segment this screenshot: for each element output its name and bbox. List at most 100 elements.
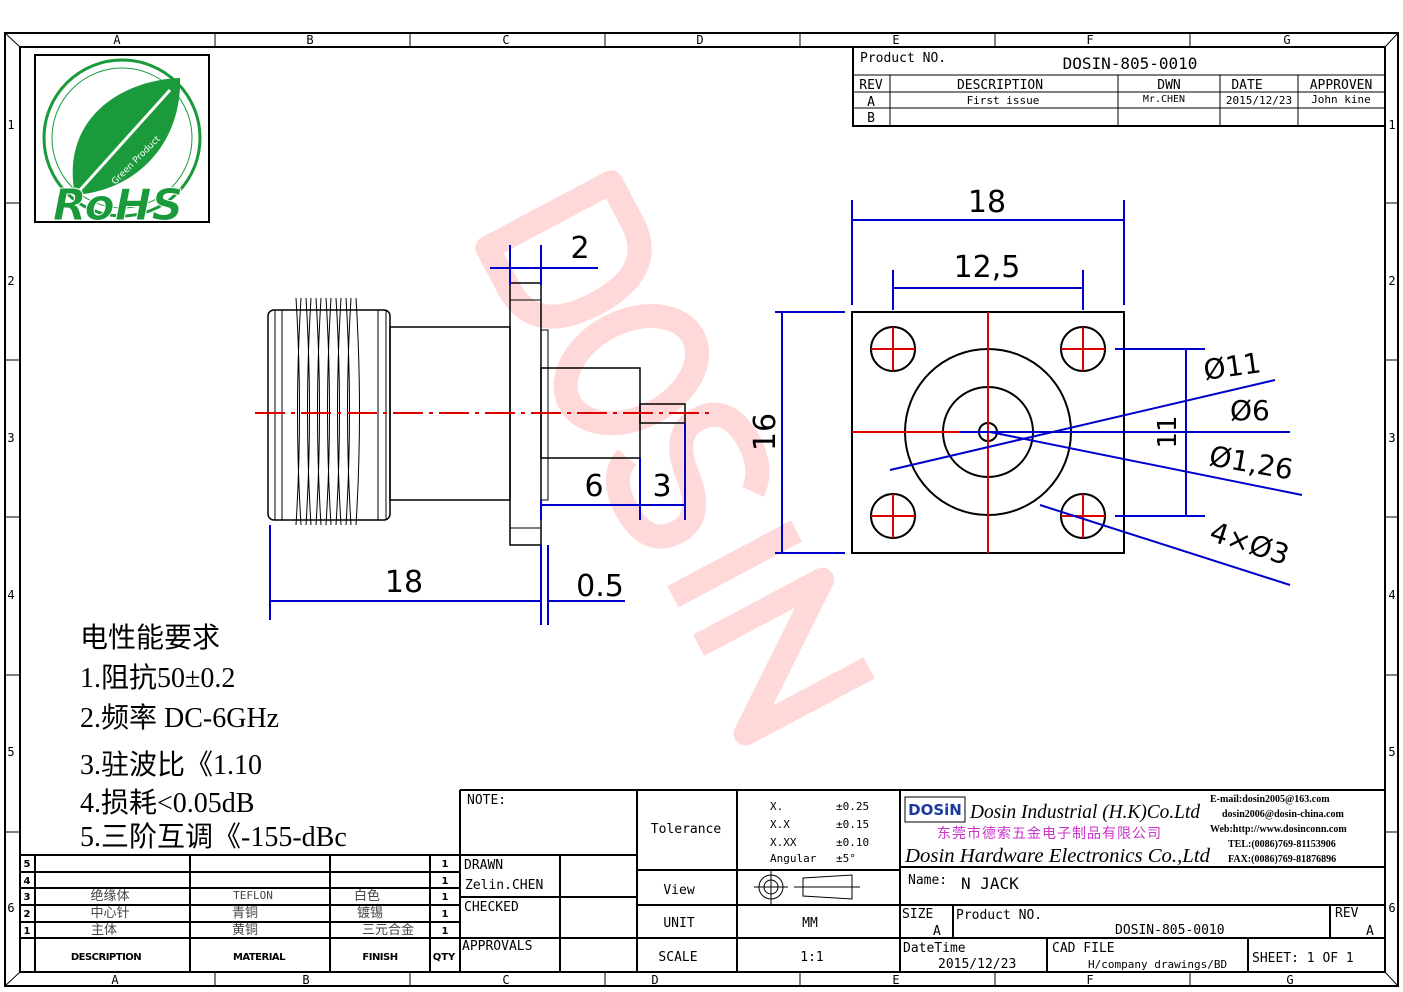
dim-hole-spacing-v: 11 bbox=[1153, 415, 1183, 448]
cad-value: H/company drawings/BD bbox=[1088, 958, 1227, 971]
bom-table: 5 4 3 2 1 1 1 1 1 1 DESCRIPTION MATERIAL… bbox=[20, 790, 461, 972]
drawn-label: DRAWN bbox=[464, 858, 503, 873]
zone-col: E bbox=[892, 973, 899, 987]
rohs-text: RoHS bbox=[53, 180, 183, 231]
zone-col: D bbox=[696, 33, 703, 47]
bom-no: 3 bbox=[24, 892, 31, 903]
rohs-logo: Green Product RoHS bbox=[34, 54, 210, 232]
scale-label: SCALE bbox=[658, 950, 697, 965]
product-no-label-bottom: Product NO. bbox=[956, 908, 1042, 923]
tol-value: ±5° bbox=[836, 852, 856, 865]
note-label: NOTE: bbox=[467, 793, 506, 808]
revision-block: Product NO. DOSIN-805-0010 REV DESCRIPTI… bbox=[852, 46, 1386, 127]
contact-fax: FAX:(0086)769-81876896 bbox=[1228, 854, 1336, 865]
note-item: 2.频率 DC-6GHz bbox=[80, 702, 279, 734]
company-name-en2: Dosin Hardware Electronics Co.,Ltd bbox=[904, 845, 1211, 867]
dim-width: 18 bbox=[968, 185, 1006, 220]
bom-qty: 1 bbox=[442, 892, 449, 903]
signoff-block: NOTE: DRAWN Zelin.CHEN CHECKED APPROVALS bbox=[460, 789, 1385, 972]
dim-d-inner: Ø6 bbox=[1230, 394, 1270, 427]
rev-cell: First issue bbox=[967, 94, 1040, 107]
note-item: 5.三阶互调《-155-dBc bbox=[80, 821, 347, 853]
dim-flange: 2 bbox=[570, 231, 589, 266]
tol-key: X.XX bbox=[770, 836, 797, 849]
zone-col: F bbox=[1086, 973, 1093, 987]
approvals-label: APPROVALS bbox=[462, 939, 532, 954]
rev-value: A bbox=[1366, 924, 1374, 939]
size-label: SIZE bbox=[902, 907, 933, 922]
bom-header: FINISH bbox=[362, 952, 397, 963]
rev-cell: B bbox=[867, 111, 875, 126]
side-view: 2 18 0.5 6 3 bbox=[255, 231, 715, 625]
tol-value: ±0.25 bbox=[836, 800, 869, 813]
contact-tel: TEL:(0086)769-81153906 bbox=[1228, 839, 1336, 850]
bom-qty: 1 bbox=[442, 876, 449, 887]
product-no-bottom: DOSIN-805-0010 bbox=[1115, 923, 1225, 938]
zone-row: 5 bbox=[7, 745, 14, 759]
rev-cell: John kine bbox=[1311, 93, 1371, 106]
bom-cell: TEFLON bbox=[233, 889, 273, 902]
product-no: DOSIN-805-0010 bbox=[1063, 54, 1198, 73]
rev-label: REV bbox=[1335, 906, 1359, 921]
bom-cell: 三元合金 bbox=[362, 922, 414, 937]
bom-cell: 绝缘体 bbox=[90, 888, 129, 903]
zone-row: 4 bbox=[1388, 588, 1395, 602]
company-name-cn: 东莞市德索五金电子制品有限公司 bbox=[937, 825, 1162, 842]
bom-header: MATERIAL bbox=[233, 952, 286, 963]
contact-email2: dosin2006@dosin-china.com bbox=[1222, 809, 1344, 820]
rev-header: REV bbox=[859, 78, 883, 93]
zone-col: B bbox=[306, 33, 313, 47]
name-label: Name: bbox=[908, 873, 947, 888]
company-logo: DOSiN bbox=[908, 801, 962, 819]
zone-row: 2 bbox=[1388, 274, 1395, 288]
size-value: A bbox=[933, 924, 941, 939]
note-item: 3.驻波比《1.10 bbox=[80, 749, 262, 781]
company-block: DOSiN Dosin Industrial (H.K)Co.Ltd 东莞市德索… bbox=[900, 794, 1385, 972]
bom-no: 5 bbox=[24, 859, 31, 870]
unit-label: UNIT bbox=[663, 916, 694, 931]
zone-col: E bbox=[892, 33, 899, 47]
drawing-frame bbox=[4, 32, 1399, 987]
contact-email: E-mail:dosin2005@163.com bbox=[1210, 794, 1330, 805]
dim-hole-spacing: 12,5 bbox=[954, 250, 1021, 285]
zone-col: D bbox=[651, 973, 658, 987]
tol-value: ±0.15 bbox=[836, 818, 869, 831]
view-label: View bbox=[663, 883, 694, 898]
rev-header: DATE bbox=[1231, 78, 1262, 93]
zone-row: 1 bbox=[1388, 118, 1395, 132]
notes-title: 电性能要求 bbox=[80, 622, 220, 654]
rev-cell: A bbox=[867, 95, 875, 110]
zone-labels: A B C D E F G A B C D E F G 1 2 3 4 5 6 … bbox=[7, 33, 1395, 987]
unit-value: MM bbox=[802, 916, 818, 931]
projection-view-icon bbox=[754, 870, 860, 904]
zone-col: F bbox=[1086, 33, 1093, 47]
tol-value: ±0.10 bbox=[836, 836, 869, 849]
zone-col: G bbox=[1286, 973, 1293, 987]
zone-row: 3 bbox=[1388, 431, 1395, 445]
zone-col: A bbox=[111, 973, 119, 987]
electrical-requirements: 电性能要求 1.阻抗50±0.2 2.频率 DC-6GHz 3.驻波比《1.10… bbox=[80, 622, 347, 853]
zone-col: C bbox=[502, 33, 509, 47]
part-name: N JACK bbox=[961, 874, 1019, 893]
tolerance-block: Tolerance View UNIT MM SCALE 1:1 X. ±0.2… bbox=[637, 790, 901, 972]
rev-cell: 2015/12/23 bbox=[1226, 94, 1292, 107]
zone-col: G bbox=[1283, 33, 1290, 47]
zone-row: 3 bbox=[7, 431, 14, 445]
zone-col: B bbox=[302, 973, 309, 987]
zone-row: 2 bbox=[7, 274, 14, 288]
bom-qty: 1 bbox=[442, 926, 449, 937]
bom-no: 2 bbox=[24, 909, 31, 920]
dim-body: 6 bbox=[584, 469, 603, 504]
zone-col: C bbox=[502, 973, 509, 987]
bom-no: 1 bbox=[24, 926, 31, 937]
cad-label: CAD FILE bbox=[1052, 941, 1115, 956]
company-name-en: Dosin Industrial (H.K)Co.Ltd bbox=[969, 801, 1201, 823]
tol-key: Angular bbox=[770, 852, 817, 865]
date-label: DateTime bbox=[903, 941, 966, 956]
watermark bbox=[475, 170, 875, 746]
bom-header: DESCRIPTION bbox=[71, 952, 141, 963]
bom-cell: 镀锡 bbox=[357, 905, 383, 920]
bom-cell: 青铜 bbox=[232, 905, 258, 920]
zone-row: 6 bbox=[7, 901, 14, 915]
dim-d-outer: Ø11 bbox=[1201, 346, 1263, 387]
